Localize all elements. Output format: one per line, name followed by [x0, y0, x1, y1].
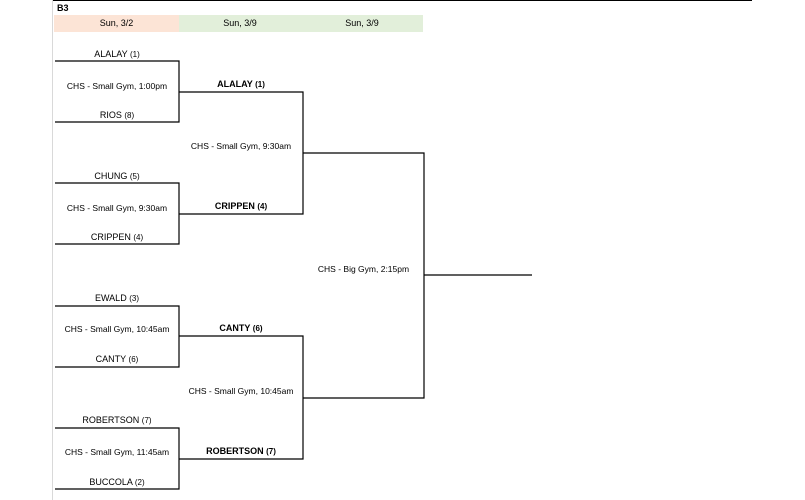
round1-game1-bottom-team: RIOS (8) [99, 110, 135, 120]
round1-game1-top-team: ALALAY (1) [94, 49, 140, 59]
round2-game2-bottom-team: ROBERTSON (7) [206, 446, 276, 456]
round1-game4-bottom-team: BUCCOLA (2) [89, 477, 145, 487]
round1-game4-venue: CHS - Small Gym, 11:45am [64, 447, 170, 457]
round2-game1-top-team: ALALAY (1) [217, 79, 265, 89]
round1-game3-top-team: EWALD (3) [95, 293, 139, 303]
round1-game3-bottom-team: CANTY (6) [95, 354, 139, 364]
round1-game4-top-team: ROBERTSON (7) [82, 415, 152, 425]
top-border [52, 0, 752, 1]
round1-game3-venue: CHS - Small Gym, 10:45am [64, 324, 170, 334]
round2-game1-venue: CHS - Small Gym, 9:30am [190, 141, 292, 151]
bracket-title: B3 [57, 3, 69, 13]
round1-game1-venue: CHS - Small Gym, 1:00pm [66, 81, 168, 91]
round2-game2-top-team: CANTY (6) [219, 323, 263, 333]
round2-game1-bottom-team: CRIPPEN (4) [214, 201, 268, 211]
round1-game2-top-team: CHUNG (5) [94, 171, 140, 181]
round3-date-header: Sun, 3/9 [301, 15, 423, 32]
left-gridline [52, 0, 53, 500]
round1-game2-bottom-team: CRIPPEN (4) [90, 232, 144, 242]
round1-game2-venue: CHS - Small Gym, 9:30am [66, 203, 168, 213]
final-venue: CHS - Big Gym, 2:15pm [317, 264, 410, 274]
round2-game2-venue: CHS - Small Gym, 10:45am [188, 386, 294, 396]
round2-date-header: Sun, 3/9 [179, 15, 301, 32]
round1-date-header: Sun, 3/2 [54, 15, 179, 32]
